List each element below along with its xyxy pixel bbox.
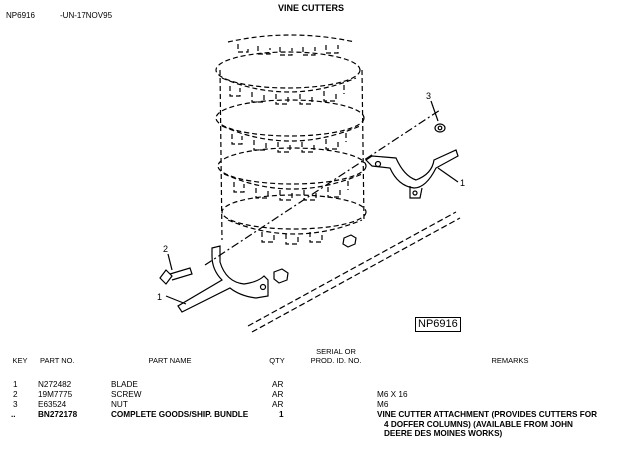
row-part-name: COMPLETE GOODS/SHIP. BUNDLE xyxy=(111,410,249,419)
blade-bracket-left xyxy=(177,245,269,313)
row-remarks: M6 X 16 xyxy=(377,390,408,399)
col-header-key: KEY xyxy=(12,356,28,365)
nut-part xyxy=(434,123,446,133)
spare-nut-2 xyxy=(342,234,357,248)
row-part-no: BN272178 xyxy=(38,410,78,419)
row-remarks: M6 xyxy=(377,400,389,409)
row-part-no: 19M7775 xyxy=(38,390,73,399)
row-qty: AR xyxy=(272,400,284,409)
col-header-serial-line2: PROD. ID. NO. xyxy=(310,356,362,365)
page-title: VINE CUTTERS xyxy=(277,3,344,13)
drawing-code: NP6916 xyxy=(6,11,35,20)
row-qty: 1 xyxy=(279,410,284,419)
row-part-no: N272482 xyxy=(38,380,72,389)
remarks-line: DEERE DES MOINES WORKS) xyxy=(384,429,503,438)
row-qty: AR xyxy=(272,390,284,399)
col-header-part-no: PART NO. xyxy=(40,356,75,365)
col-header-remarks: REMARKS xyxy=(491,356,529,365)
row-part-name: BLADE xyxy=(111,380,138,389)
row-part-no: E63524 xyxy=(38,400,67,409)
col-header-serial: SERIAL OR PROD. ID. NO. xyxy=(298,347,374,365)
row-key: 1 xyxy=(13,380,18,389)
col-header-serial-line1: SERIAL OR xyxy=(316,347,356,356)
screw-part xyxy=(159,267,193,285)
col-header-part-name: PART NAME xyxy=(148,356,192,365)
row-part-name: NUT xyxy=(111,400,128,409)
row-part-name: SCREW xyxy=(111,390,142,399)
callout-1-left: 1 xyxy=(157,292,162,302)
callout-2: 2 xyxy=(163,244,168,254)
callout-3: 3 xyxy=(426,91,431,101)
exploded-parts-diagram: 3 1 2 1 xyxy=(157,34,465,333)
row-qty: AR xyxy=(272,380,284,389)
remarks-line: VINE CUTTER ATTACHMENT (PROVIDES CUTTERS… xyxy=(377,410,597,419)
row-key: .. xyxy=(11,410,16,419)
row-key: 3 xyxy=(13,400,18,409)
row-key: 2 xyxy=(13,390,18,399)
figure-reference-box: NP6916 xyxy=(415,317,461,332)
col-header-qty: QTY xyxy=(269,356,285,365)
remarks-line: 4 DOFFER COLUMNS) (AVAILABLE FROM JOHN xyxy=(384,419,573,429)
row-remarks: VINE CUTTER ATTACHMENT (PROVIDES CUTTERS… xyxy=(377,410,617,439)
callout-1-right: 1 xyxy=(460,178,465,188)
blade-bracket-right xyxy=(365,149,459,199)
doffer-column-outline xyxy=(204,34,441,266)
drawing-date: -UN-17NOV95 xyxy=(60,11,113,20)
spare-nut-1 xyxy=(273,268,289,284)
